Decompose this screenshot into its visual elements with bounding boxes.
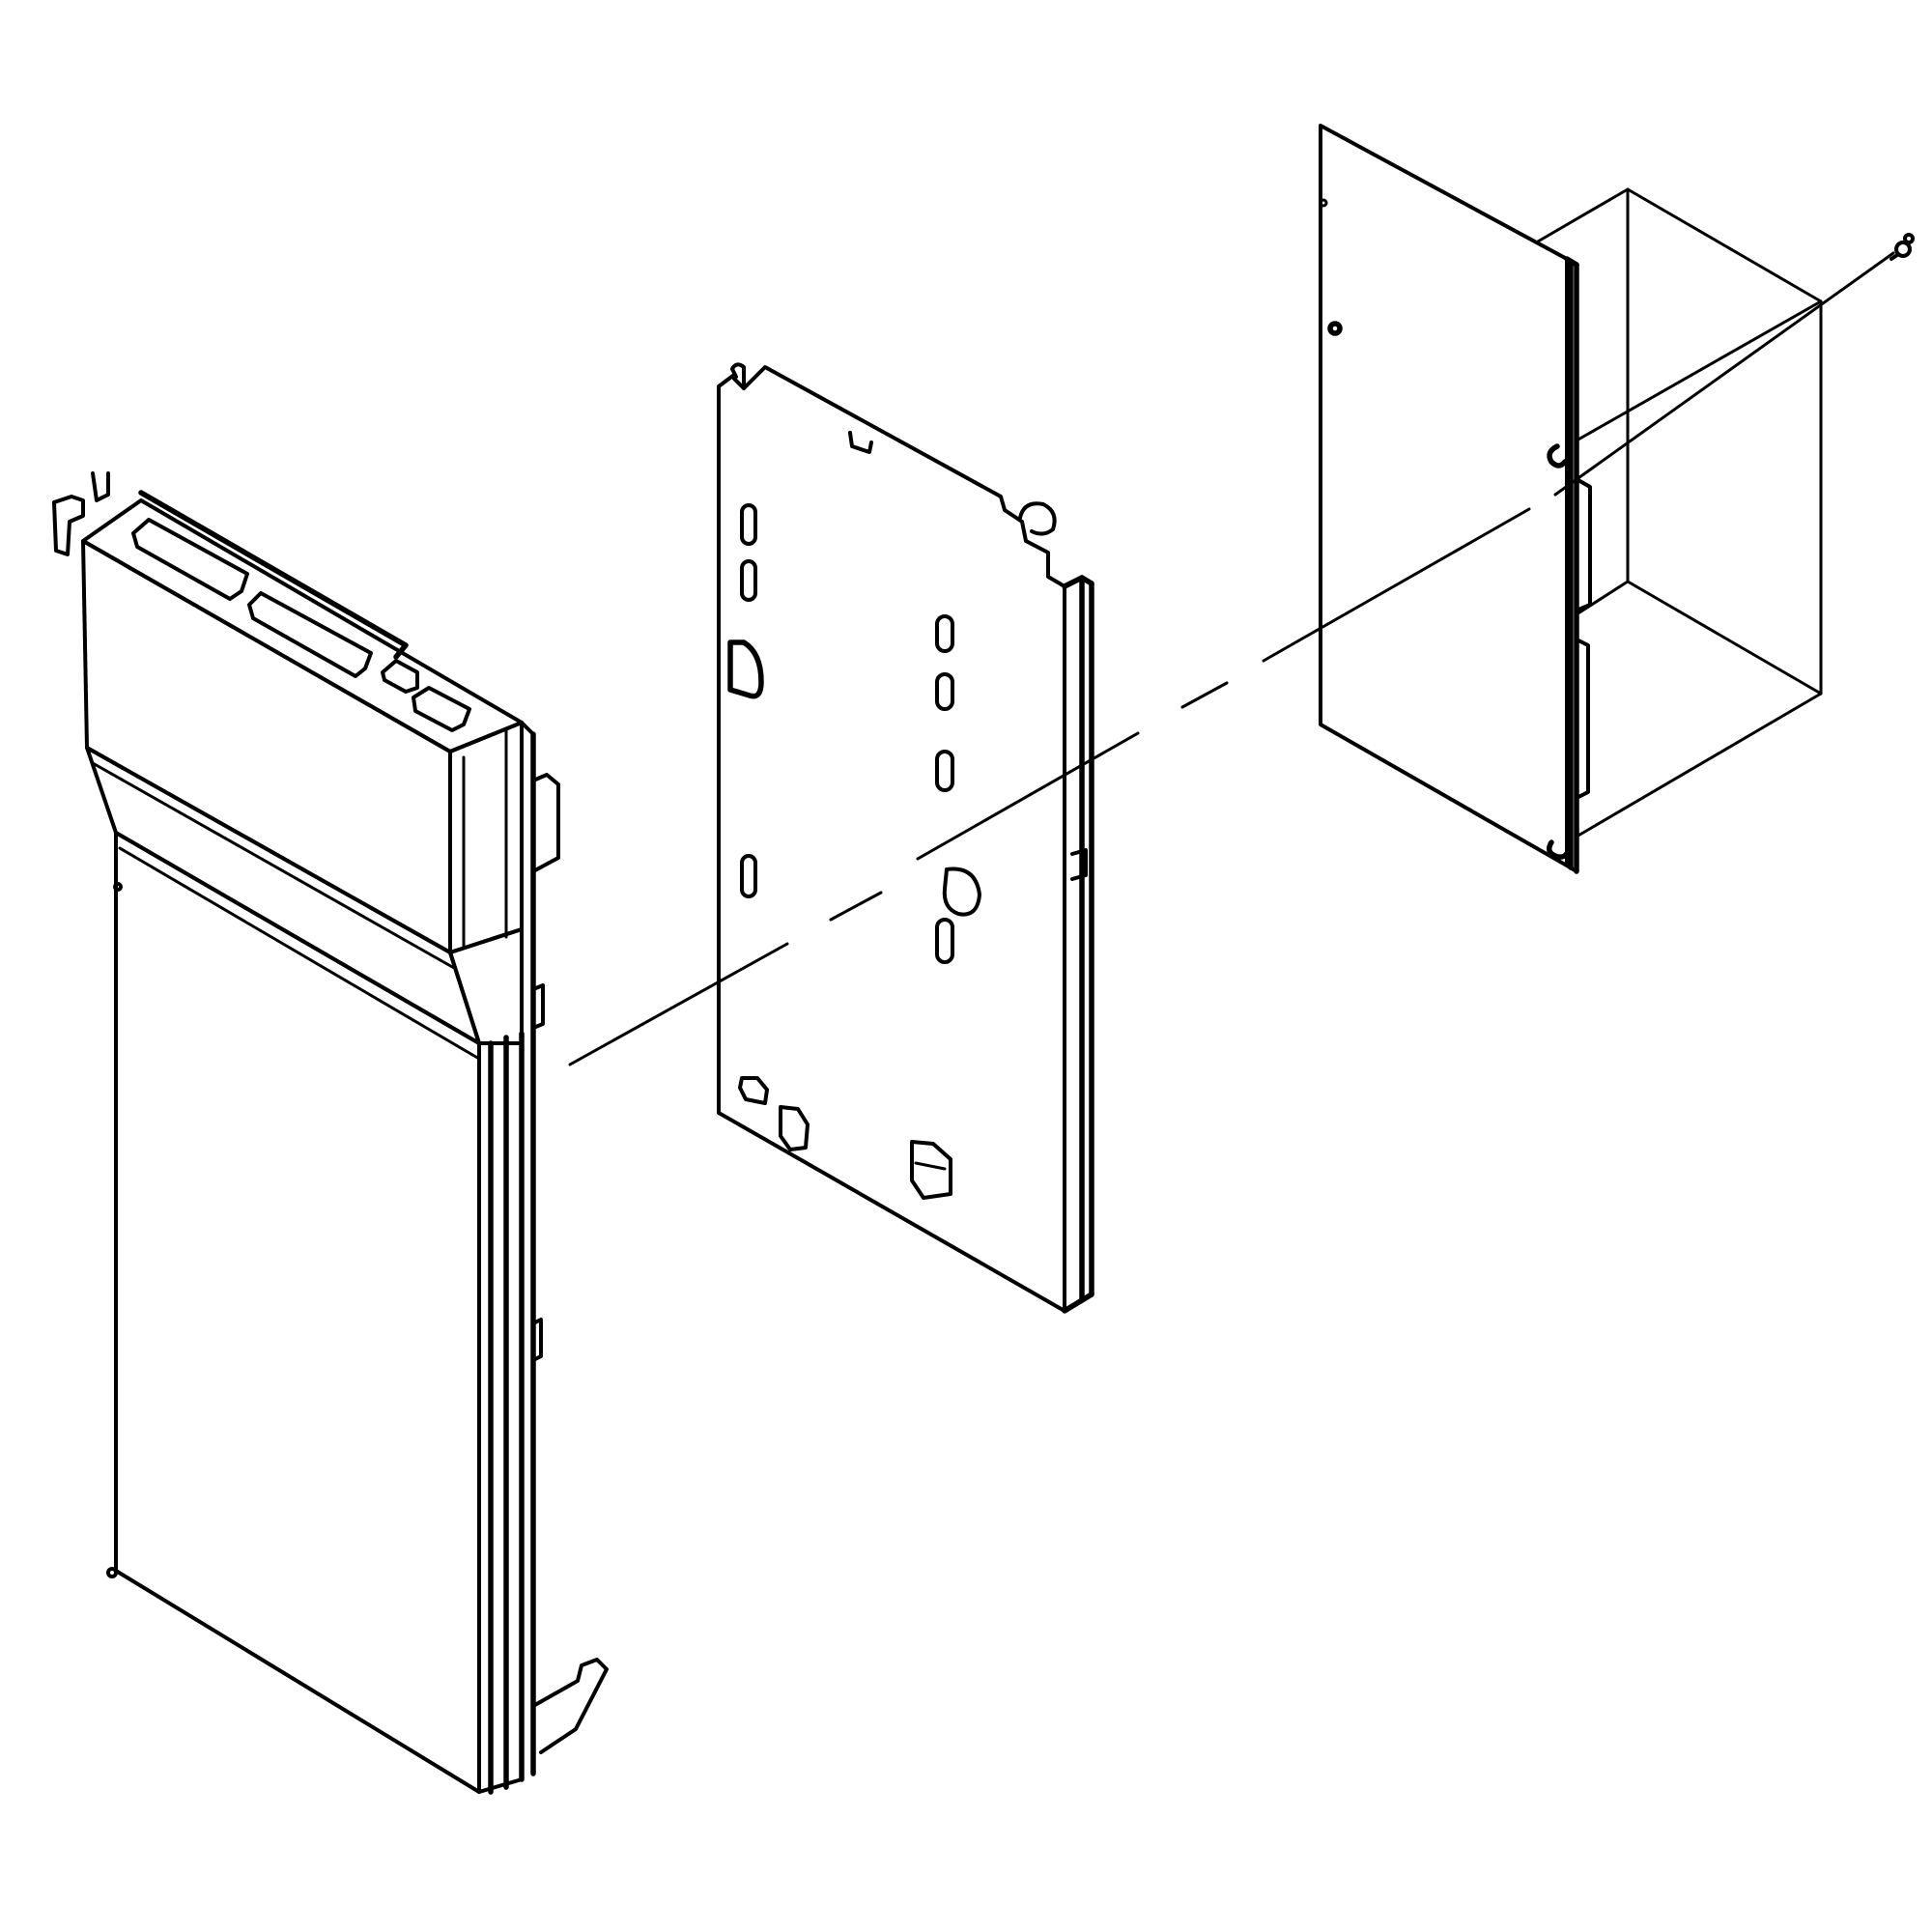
plate-cutout — [910, 1140, 952, 1200]
plate-slot — [935, 918, 954, 964]
plate-clip-left — [727, 639, 764, 699]
panel-top-clip — [91, 471, 110, 502]
plate-cutout — [738, 1076, 769, 1105]
panel-top-ridge — [138, 490, 409, 660]
plate-cutout — [779, 1105, 810, 1151]
panel-button-recess — [131, 518, 249, 601]
frame-hole-left — [1327, 321, 1343, 336]
choke-cover-frame — [1319, 124, 1823, 874]
plate-cutout-inner — [914, 1161, 947, 1171]
panel-bottom-hook — [531, 1658, 609, 1754]
plate-slot — [935, 672, 954, 711]
plate-slot — [740, 854, 757, 898]
plate-edge-tab — [1070, 848, 1088, 881]
plate-slot — [740, 559, 757, 602]
panel-button-recess — [247, 591, 373, 678]
screw-icon — [1889, 233, 1915, 261]
frame-tab-lower — [1575, 638, 1590, 800]
panel-button-recess — [412, 686, 471, 732]
plate-slot — [935, 614, 954, 653]
frame-hole-left-top — [1319, 198, 1328, 208]
frame-clip-mid — [1547, 443, 1568, 469]
panel-screw — [106, 1567, 118, 1578]
frame-clip-bottom — [1547, 839, 1572, 860]
panel-latch-tab — [531, 1318, 543, 1362]
plate-slot — [740, 503, 757, 546]
frame-tab-upper — [1575, 477, 1592, 612]
front-door-panel — [52, 471, 609, 1795]
panel-latch-tab — [531, 773, 560, 873]
panel-top-clip — [52, 495, 85, 556]
plate-hole-round — [942, 867, 981, 917]
plate-slot — [935, 750, 954, 792]
panel-screw — [113, 882, 123, 892]
panel-button-recess — [381, 659, 419, 694]
inner-door-plate — [717, 362, 1094, 1314]
assembly-axis-line — [568, 251, 1895, 1066]
panel-latch-tab — [531, 983, 545, 1030]
